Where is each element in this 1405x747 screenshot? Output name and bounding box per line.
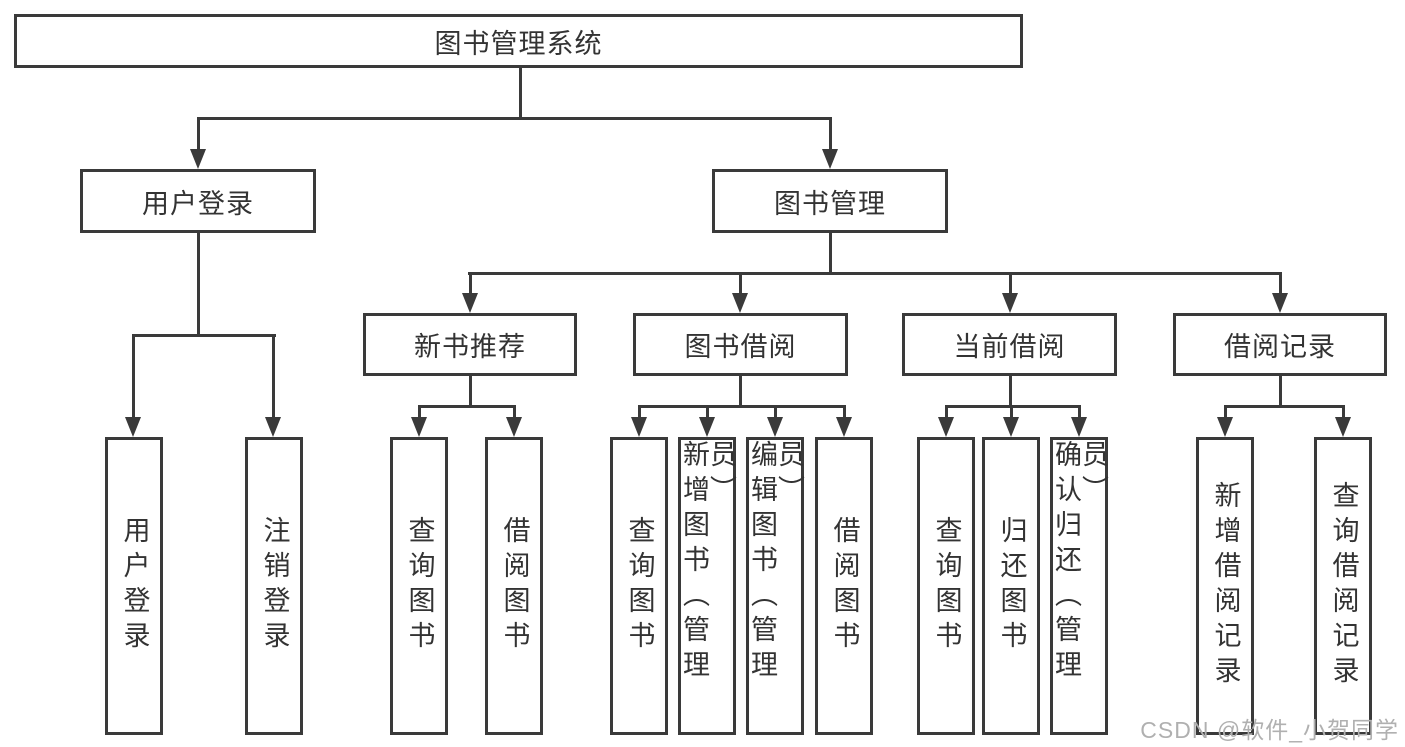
leaf-logout: 注销登录 [245,437,303,735]
connector-line [843,405,846,421]
csdn-watermark: CSDN @软件_小贺同学 [1140,717,1399,743]
node-label: 借阅图书 [499,516,530,656]
leaf-query-books-current: 查询图书 [917,437,975,735]
connector-line [945,405,1081,408]
leaf-query-books-recommend: 查询图书 [390,437,448,735]
arrowhead-down-icon [1335,417,1351,437]
connector-line [706,405,709,421]
arrowhead-down-icon [732,293,748,313]
arrowhead-down-icon [125,417,141,437]
connector-line [132,334,276,337]
arrowhead-down-icon [190,149,206,169]
leaf-confirm-return-admin: 确认归还（管理员） [1050,437,1108,735]
connector-line [829,117,832,153]
arrowhead-down-icon [506,417,522,437]
leaf-return-books: 归还图书 [982,437,1040,735]
leaf-borrow-books-borrowing: 借阅图书 [815,437,873,735]
node-book-borrowing: 图书借阅 [633,313,848,376]
node-label: 查询借阅记录 [1328,481,1359,691]
node-label: 借阅图书 [829,516,860,656]
node-label: 查询图书 [404,516,435,656]
connector-line [1009,376,1012,407]
connector-line [638,405,846,408]
node-label: 借阅记录 [1224,332,1336,362]
arrowhead-down-icon [767,417,783,437]
connector-line [945,405,948,421]
arrowhead-down-icon [265,417,281,437]
leaf-borrow-books-recommend: 借阅图书 [485,437,543,735]
connector-line [1279,376,1282,407]
connector-line [1010,405,1013,421]
connector-line [197,117,200,153]
node-user-login: 用户登录 [80,169,316,233]
node-library-management-system: 图书管理系统 [14,14,1023,68]
arrowhead-down-icon [631,417,647,437]
connector-line [739,272,742,297]
node-label: 图书管理系统 [434,28,603,59]
connector-line [1078,405,1081,421]
node-label: 新书推荐 [414,332,526,362]
node-label: 图书借阅 [684,332,797,362]
node-label: 用户登录 [142,188,254,219]
arrowhead-down-icon [1272,293,1288,313]
node-book-management: 图书管理 [712,169,948,233]
arrowhead-down-icon [1217,417,1233,437]
node-new-book-recommendation: 新书推荐 [363,313,577,376]
node-label: 当前借阅 [953,332,1066,362]
leaf-add-borrow-record: 新增借阅记录 [1196,437,1254,735]
connector-line [469,272,472,297]
node-label: 注销登录 [259,516,290,656]
node-current-borrowing: 当前借阅 [902,313,1117,376]
connector-line [638,405,641,421]
node-label: 用户登录 [119,516,150,656]
arrowhead-down-icon [1002,293,1018,313]
connector-line [132,334,135,422]
leaf-query-books-borrowing: 查询图书 [610,437,668,735]
leaf-query-borrow-record: 查询借阅记录 [1314,437,1372,735]
connector-line [1342,405,1345,421]
arrowhead-down-icon [938,417,954,437]
connector-line [197,117,832,120]
connector-line [418,405,516,408]
connector-line [197,233,200,337]
connector-line [513,405,516,421]
leaf-edit-book-admin: 编辑图书（管理员） [746,437,804,735]
connector-line [1224,405,1345,408]
arrowhead-down-icon [462,293,478,313]
connector-line [739,376,742,407]
leaf-add-book-admin: 新增图书（管理员） [678,437,736,735]
connector-line [1224,405,1227,421]
node-label: 查询图书 [624,516,655,656]
node-borrowing-records: 借阅记录 [1173,313,1387,376]
connector-line [469,376,472,407]
node-label: 编辑图书（管理员） [747,440,804,685]
node-label: 确认归还（管理员） [1051,440,1108,685]
connector-line [418,405,421,421]
arrowhead-down-icon [822,149,838,169]
node-label: 图书管理 [774,188,886,219]
connector-line [1009,272,1012,297]
node-label: 新增图书（管理员） [679,440,736,685]
connector-line [1279,272,1282,297]
connector-line [272,334,275,422]
arrowhead-down-icon [699,417,715,437]
connector-line [774,405,777,421]
arrowhead-down-icon [836,417,852,437]
connector-line [829,233,832,275]
arrowhead-down-icon [411,417,427,437]
arrowhead-down-icon [1071,417,1087,437]
node-label: 查询图书 [931,516,962,656]
node-label: 归还图书 [996,516,1027,656]
arrowhead-down-icon [1003,417,1019,437]
connector-line [519,67,522,119]
connector-line [468,272,1282,275]
node-label: 新增借阅记录 [1210,481,1241,691]
leaf-user-login: 用户登录 [105,437,163,735]
